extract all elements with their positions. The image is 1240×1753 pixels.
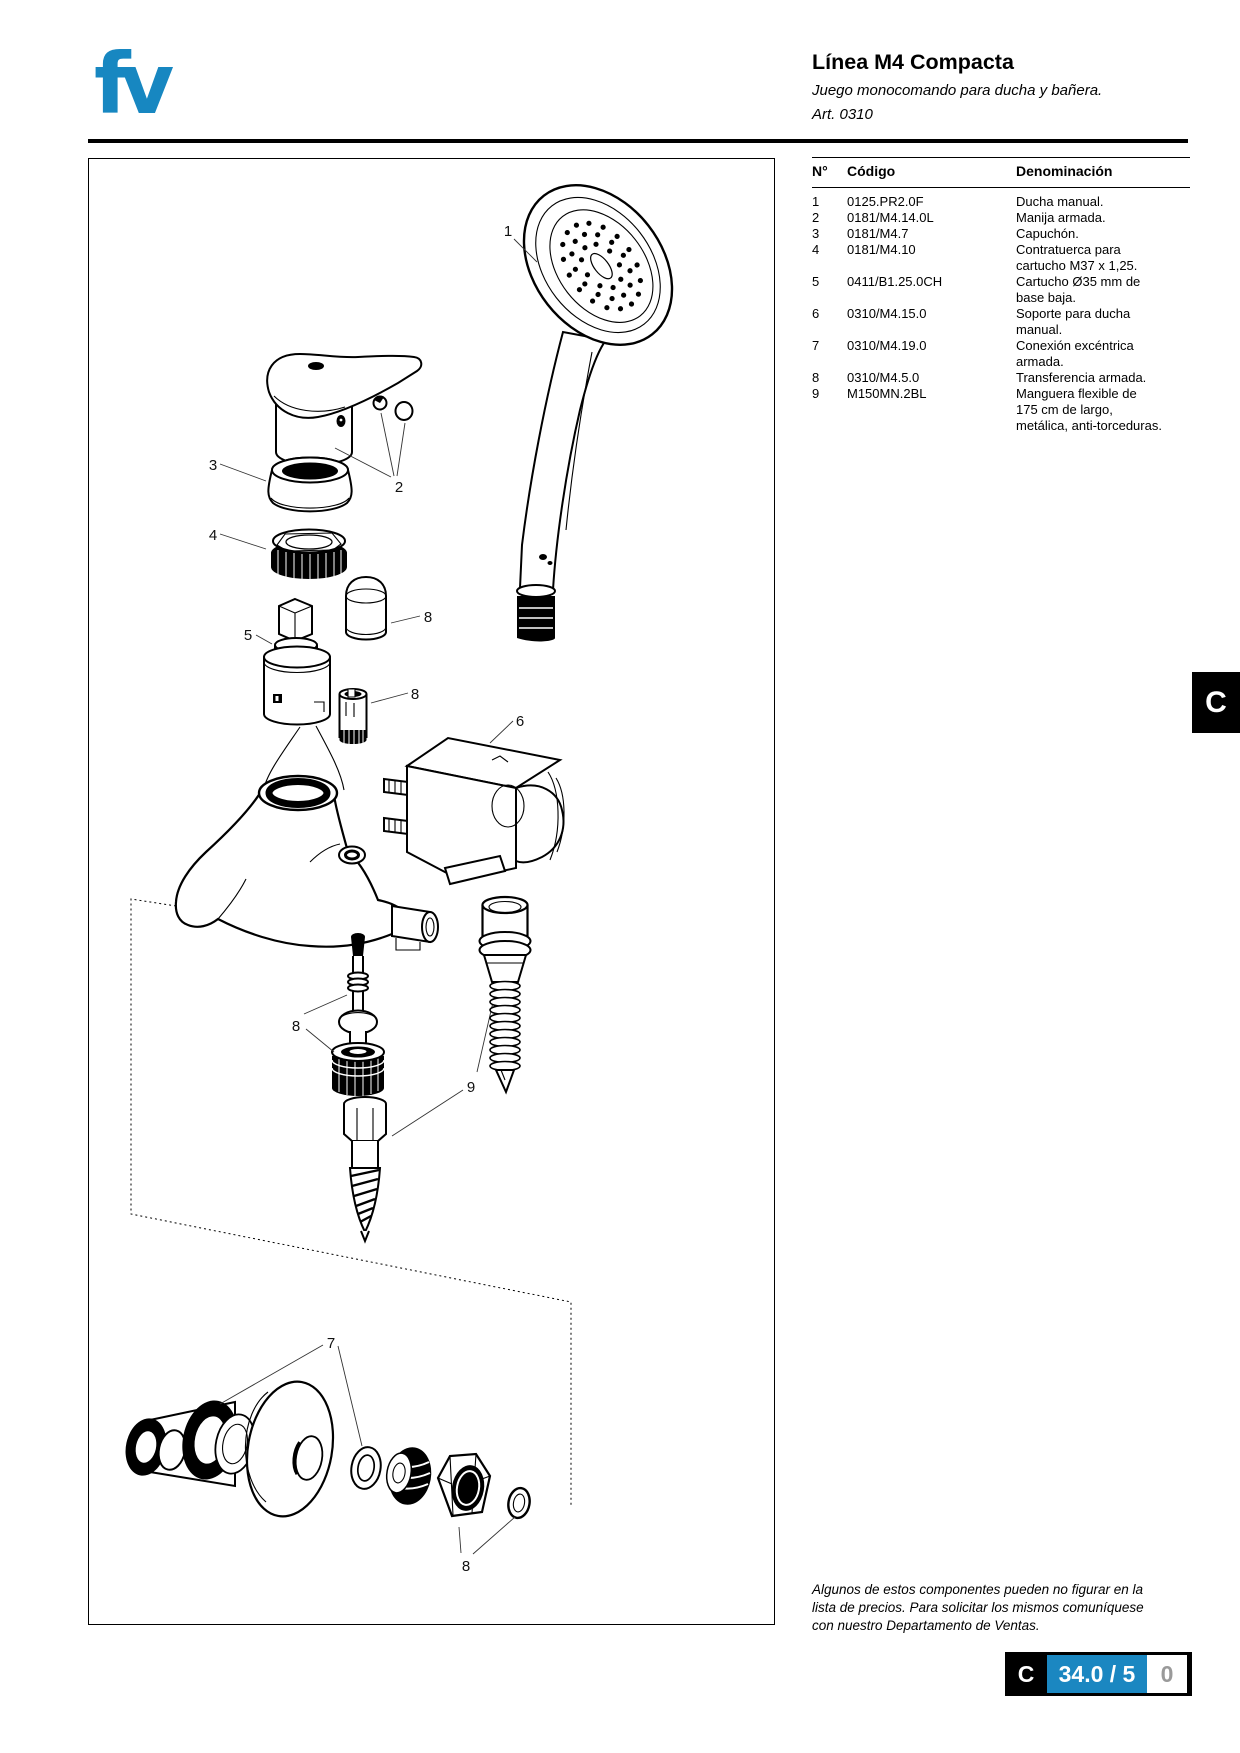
wall-dashed-outline xyxy=(131,899,571,1506)
table-rule-top xyxy=(812,157,1190,158)
cell-numero: 2 xyxy=(812,210,820,225)
hex-nut xyxy=(438,1454,490,1516)
cell-denominacion: Ducha manual. xyxy=(1016,194,1104,209)
exploded-parts-diagram: 1 2 3 4 5 8 8 6 8 9 7 8 xyxy=(125,158,775,1575)
handle-cap xyxy=(395,402,412,420)
cell-codigo: 0181/M4.10 xyxy=(847,242,916,257)
diagram-callout-7: 7 xyxy=(327,1335,335,1352)
cell-numero: 5 xyxy=(812,274,820,289)
shower-head xyxy=(493,158,702,374)
diagram-callout-8: 8 xyxy=(424,609,432,626)
badge-section: C xyxy=(1017,1660,1035,1687)
spout xyxy=(392,906,438,950)
footer-note-line: con nuestro Departamento de Ventas. xyxy=(812,1618,1040,1633)
diagram-callout-9: 9 xyxy=(467,1079,475,1096)
cell-denominacion: Transferencia armada. xyxy=(1016,370,1147,385)
diagram-callout-8: 8 xyxy=(292,1018,300,1035)
threaded-ring xyxy=(332,1043,384,1096)
cell-numero: 3 xyxy=(812,226,820,241)
cell-denominacion: Soporte para ducha manual. xyxy=(1016,306,1131,337)
fv-logo: fv xyxy=(94,35,174,133)
cell-denominacion: Manija armada. xyxy=(1016,210,1106,225)
page-badge: C 34.0 / 5 0 xyxy=(1005,1652,1192,1696)
table-row: 1 0125.PR2.0F Ducha manual. xyxy=(812,194,1190,210)
small-sleeve xyxy=(340,689,409,745)
cell-codigo: 0181/M4.7 xyxy=(847,226,909,241)
lever-handle xyxy=(267,354,421,477)
cell-numero: 9 xyxy=(812,386,820,401)
support-screw xyxy=(384,779,408,834)
table-row: 3 0181/M4.7 Capuchón. xyxy=(812,226,1190,242)
diagram-callout-1: 1 xyxy=(504,223,512,240)
page-title: Línea M4 Compacta xyxy=(812,50,1014,74)
cell-denominacion: Cartucho Ø35 mm de base baja. xyxy=(1016,274,1141,305)
badge-pages: 34.0 / 5 xyxy=(1047,1655,1147,1693)
cartridge xyxy=(256,599,330,725)
diagram-callout-3: 3 xyxy=(209,457,217,474)
badge-suffix: 0 xyxy=(1147,1655,1187,1693)
cell-denominacion: Contratuerca para cartucho M37 x 1,25. xyxy=(1016,242,1138,273)
footer-note-line: Algunos de estos componentes pueden no f… xyxy=(812,1582,1143,1597)
cell-codigo: M150MN.2BL xyxy=(847,386,927,401)
hand-shower xyxy=(493,158,702,642)
cell-numero: 7 xyxy=(812,338,820,353)
table-row: 2 0181/M4.14.0L Manija armada. xyxy=(812,210,1190,226)
table-row: 4 0181/M4.10 Contratuerca para cartucho M3… xyxy=(812,242,1190,274)
o-ring xyxy=(506,1486,532,1519)
footer-note-line: lista de precios. Para solicitar los mis… xyxy=(812,1600,1144,1615)
cell-codigo: 0181/M4.14.0L xyxy=(847,210,934,225)
footer-note: Algunos de estos componentes pueden no f… xyxy=(812,1581,1172,1635)
escutcheon-plate xyxy=(237,1375,343,1524)
parts-table-body: 1 0125.PR2.0F Ducha manual. 2 0181/M4.14.0L M… xyxy=(812,194,1190,434)
cell-codigo: 0310/M4.15.0 xyxy=(847,306,927,321)
col-header-codigo: Código xyxy=(847,163,896,179)
grooved-adapter xyxy=(384,1447,432,1505)
handle-screw xyxy=(374,396,387,410)
cell-denominacion: Capuchón. xyxy=(1016,226,1079,241)
cell-numero: 1 xyxy=(812,194,820,209)
cell-codigo: 0310/M4.19.0 xyxy=(847,338,927,353)
diagram-callout-8: 8 xyxy=(411,686,419,703)
article-number: Art. 0310 xyxy=(812,106,873,123)
cell-codigo: 0310/M4.5.0 xyxy=(847,370,920,385)
diagram-callout-6: 6 xyxy=(516,713,524,730)
cell-denominacion: Manguera flexible de 175 cm de largo, me… xyxy=(1016,386,1162,433)
cell-codigo: 0125.PR2.0F xyxy=(847,194,924,209)
hose xyxy=(480,897,531,1092)
small-cylinder-dome xyxy=(346,577,420,640)
page-subtitle: Juego monocomando para ducha y bañera. xyxy=(812,82,1103,99)
parts-diagram-frame xyxy=(88,158,775,1625)
shower-support xyxy=(384,721,564,884)
table-row: 6 0310/M4.15.0 Soporte para ducha manual. xyxy=(812,306,1190,338)
hex-bolt xyxy=(344,1097,386,1241)
header-rule xyxy=(88,139,1188,143)
cell-denominacion: Conexión excéntrica armada. xyxy=(1016,338,1134,369)
diagram-callout-8: 8 xyxy=(462,1558,470,1575)
diagram-callout-5: 5 xyxy=(244,627,252,644)
valve-stem xyxy=(339,933,377,1046)
table-row: 7 0310/M4.19.0 Conexión excéntrica armada. xyxy=(812,338,1190,370)
cell-numero: 4 xyxy=(812,242,820,257)
eccentric-connection xyxy=(125,1400,259,1486)
cell-numero: 8 xyxy=(812,370,820,385)
washer xyxy=(348,1445,384,1491)
col-header-denominacion: Denominación xyxy=(1016,163,1113,179)
section-tab: C xyxy=(1192,672,1240,733)
lock-nut xyxy=(220,530,347,581)
table-rule-header xyxy=(812,187,1190,188)
diagram-callout-2: 2 xyxy=(395,479,403,496)
cell-numero: 6 xyxy=(812,306,820,321)
faucet-body xyxy=(176,726,438,950)
cap-ring xyxy=(220,457,352,511)
table-row: 9 M150MN.2BL Manguera flexible de 175 cm d… xyxy=(812,386,1190,434)
cell-codigo: 0411/B1.25.0CH xyxy=(847,274,943,289)
diagram-callout-4: 4 xyxy=(209,527,217,544)
col-header-n: N° xyxy=(812,163,828,179)
table-row: 5 0411/B1.25.0CH Cartucho Ø35 mm de base b… xyxy=(812,274,1190,306)
table-row: 8 0310/M4.5.0 Transferencia armada. xyxy=(812,370,1190,386)
